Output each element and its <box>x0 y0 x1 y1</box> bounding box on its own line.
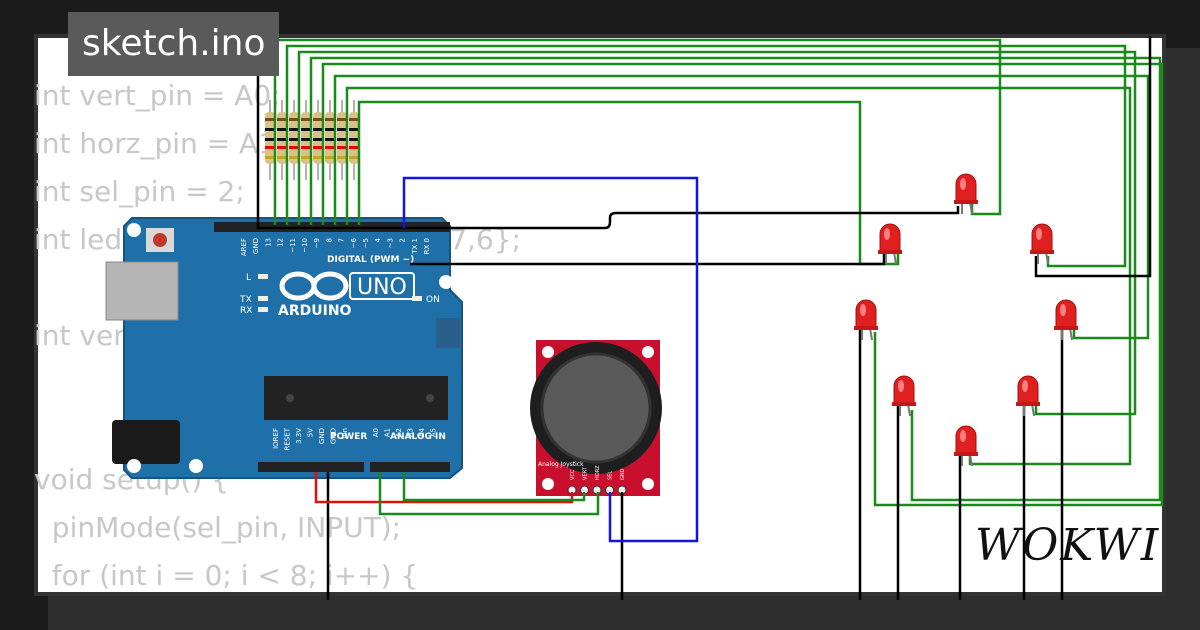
led-label-l: L <box>246 273 251 283</box>
red-led[interactable] <box>1016 375 1040 417</box>
digital-pin-label: 4 <box>374 237 382 242</box>
red-led[interactable] <box>954 425 978 467</box>
atmega-chip <box>264 376 448 420</box>
joystick-pin-label: SEL <box>608 471 614 480</box>
wire[interactable] <box>309 56 1162 502</box>
power-pin-label: 3.3V <box>295 428 303 444</box>
wire[interactable] <box>357 100 900 266</box>
red-led[interactable] <box>892 375 916 417</box>
wire[interactable] <box>1034 36 1152 278</box>
digital-pin-label: ~5 <box>362 238 370 248</box>
code-line: int sel_pin = 2; <box>34 175 245 208</box>
on-label: ON <box>426 295 440 305</box>
digital-pin-label: RX 0 <box>423 238 431 254</box>
red-led[interactable] <box>954 173 978 215</box>
wire[interactable] <box>314 472 574 504</box>
joystick-pin-label: HORZ <box>595 465 601 480</box>
digital-pin-label: ~10 <box>301 238 309 253</box>
red-led[interactable] <box>1054 299 1078 341</box>
wire[interactable] <box>321 62 1164 507</box>
arduino-uno-board[interactable]: UNO ARDUINO DIGITAL (PWM ~) POWER ANALOG… <box>105 217 463 479</box>
led-label-tx: TX <box>239 295 252 305</box>
digital-pin-label: 8 <box>325 238 333 242</box>
code-line: int horz_pin = A1; <box>34 127 286 160</box>
analog-joystick[interactable]: Analog Joystick VCC VERT HORZ SEL GND <box>530 340 662 496</box>
joystick-pin-label: GND <box>620 468 626 480</box>
digital-pin-label: 12 <box>277 238 285 247</box>
power-pin-label: A3 <box>407 428 415 437</box>
wire[interactable] <box>333 74 1150 340</box>
power-pin-label: Vin <box>341 428 349 439</box>
board-model: UNO <box>357 275 407 300</box>
power-pin-label: GND <box>318 428 326 444</box>
digital-pin-labels: AREF GND 13 12 ~11 ~10 ~9 8 7 ~6 ~5 4 ~3 2 TX 1 RX 0 <box>240 237 431 256</box>
wire[interactable] <box>378 472 600 516</box>
power-pin-label: IOREF <box>272 428 280 449</box>
power-pin-label: RESET <box>284 427 292 450</box>
joystick-pins: VCC VERT HORZ SEL GND <box>567 465 627 495</box>
power-pin-label: A5 <box>430 428 438 437</box>
usb-port <box>105 261 179 321</box>
joystick-label: Analog Joystick <box>538 461 584 468</box>
wire[interactable] <box>256 40 960 230</box>
wokwi-logo: WOKWI <box>975 520 1161 571</box>
wire[interactable] <box>345 86 1132 466</box>
wire[interactable] <box>410 252 886 266</box>
wire[interactable] <box>297 50 1137 416</box>
power-header <box>258 462 364 472</box>
digital-pin-label: ~6 <box>350 237 358 248</box>
red-led[interactable] <box>1030 223 1054 265</box>
power-pin-label: A4 <box>418 427 426 437</box>
red-led[interactable] <box>878 223 902 265</box>
joystick-pin-label: VERT <box>583 466 589 480</box>
led-label-rx: RX <box>240 306 252 316</box>
wire[interactable] <box>285 44 1127 268</box>
power-pin-label: A1 <box>384 428 392 437</box>
red-led[interactable] <box>854 299 878 341</box>
file-name-tab[interactable]: sketch.ino <box>68 12 280 76</box>
digital-pin-label: GND <box>252 238 260 254</box>
power-jack <box>112 420 180 464</box>
digital-label: DIGITAL (PWM ~) <box>327 255 414 265</box>
power-pin-label: GND <box>330 428 338 444</box>
digital-pin-label: ~11 <box>289 238 297 253</box>
digital-pin-label: 7 <box>338 238 346 242</box>
power-pin-label: A2 <box>395 428 403 437</box>
joystick-pin-label: VCC <box>570 469 576 480</box>
power-label: POWER <box>330 432 367 442</box>
digital-pin-label: 2 <box>399 238 407 242</box>
icsp-header <box>436 318 460 348</box>
wire[interactable] <box>273 38 1002 225</box>
digital-pin-label: AREF <box>240 238 248 256</box>
wire[interactable] <box>402 472 586 502</box>
analog-label: ANALOG IN <box>390 432 446 442</box>
power-pin-label: A0 <box>372 428 380 437</box>
arduino-logo-icon <box>279 271 349 301</box>
power-pin-label: 5V <box>307 428 315 437</box>
digital-pin-label: ~3 <box>386 238 394 248</box>
board-brand: ARDUINO <box>278 303 352 319</box>
code-line: for (int i = 0; i < 8; i++) { <box>34 559 419 592</box>
digital-pin-label: TX 1 <box>411 238 419 255</box>
analog-header <box>370 462 450 472</box>
led-group[interactable] <box>854 173 1078 467</box>
resistor-array[interactable] <box>265 100 359 180</box>
code-line: pinMode(sel_pin, INPUT); <box>34 511 402 544</box>
digital-pin-label: 13 <box>264 238 272 247</box>
wire[interactable] <box>402 176 699 543</box>
digital-pin-label: ~9 <box>313 238 321 248</box>
